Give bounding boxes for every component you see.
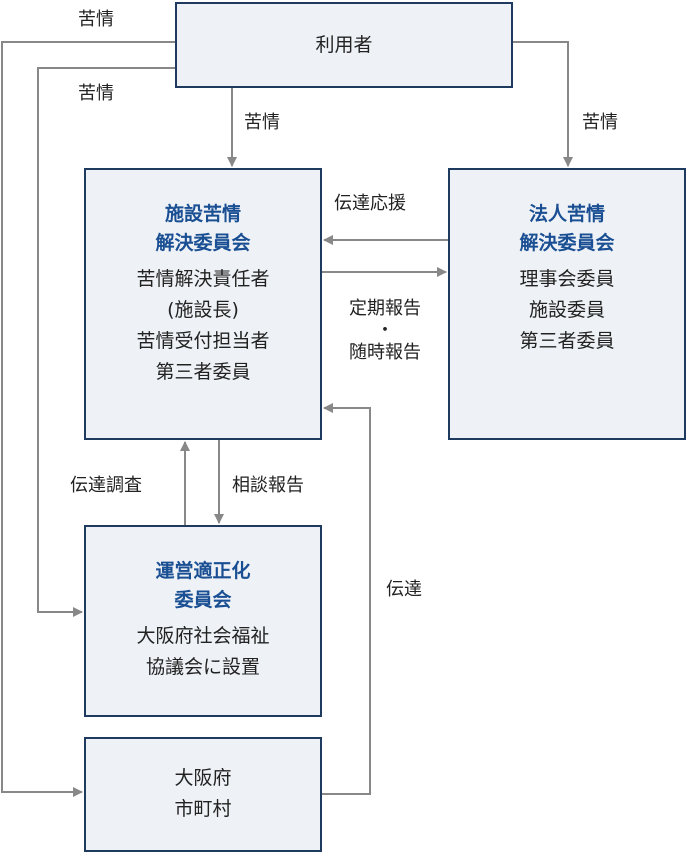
corporation-committee-title-1: 法人苦情 [528, 203, 605, 225]
facility-committee-title-1: 施設苦情 [164, 203, 241, 225]
corporation-member-line-3: 第三者委員 [519, 330, 615, 352]
facility-member-line-3: 苦情受付担当者 [136, 330, 270, 352]
facility-committee-box: 施設苦情 解決委員会 苦情解決責任者 (施設長) 苦情受付担当者 第三者委員 [84, 168, 322, 440]
user-label: 利用者 [315, 34, 373, 56]
corporation-committee-box: 法人苦情 解決委員会 理事会委員 施設委員 第三者委員 [448, 168, 686, 440]
label-regular-report: 定期報告 [349, 298, 421, 319]
arrow-government-to-facility [322, 403, 371, 795]
government-line-2: 市町村 [174, 798, 232, 820]
corporation-committee-title-2: 解決委員会 [519, 232, 615, 254]
label-adhoc-report: 随時報告 [349, 342, 421, 363]
government-line-1: 大阪府 [174, 767, 232, 789]
government-box: 大阪府 市町村 [84, 737, 322, 852]
label-complaint-outer: 苦情 [78, 9, 114, 30]
arrow-user-to-corporation [513, 41, 573, 167]
label-relay: 伝達 [386, 579, 422, 600]
corporation-member-line-1: 理事会委員 [519, 268, 615, 290]
label-consult-report: 相談報告 [232, 475, 304, 496]
label-complaint-inner: 苦情 [78, 83, 114, 104]
facility-member-line-4: 第三者委員 [155, 361, 251, 383]
operation-note-line-2: 協議会に設置 [145, 656, 260, 678]
label-bullet: ・ [376, 320, 394, 341]
arrow-user-to-government [1, 41, 175, 797]
operation-note-line-1: 大阪府社会福祉 [136, 625, 270, 647]
label-complaint-to-corporation: 苦情 [582, 112, 618, 133]
label-support: 伝達応援 [334, 193, 406, 214]
arrow-user-to-operation [37, 67, 175, 617]
operation-committee-box: 運営適正化 委員会 大阪府社会福祉 協議会に設置 [84, 525, 322, 717]
facility-member-line-2: (施設長) [167, 299, 239, 321]
label-relay-investigation: 伝達調査 [70, 475, 142, 496]
label-report-group: 定期報告 ・ 随時報告 [334, 297, 436, 365]
label-complaint-to-facility: 苦情 [244, 112, 280, 133]
operation-committee-title-1: 運営適正化 [155, 560, 251, 582]
facility-member-line-1: 苦情解決責任者 [136, 268, 270, 290]
operation-committee-title-2: 委員会 [174, 589, 232, 611]
user-box: 利用者 [175, 2, 513, 88]
facility-committee-title-2: 解決委員会 [155, 232, 251, 254]
corporation-member-line-2: 施設委員 [528, 299, 605, 321]
